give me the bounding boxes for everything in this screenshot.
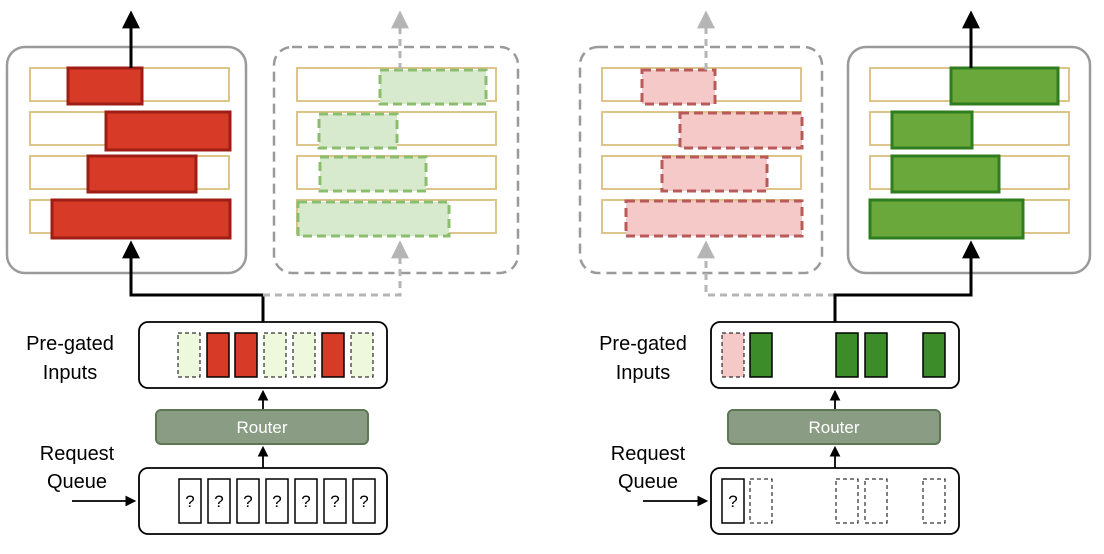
right-expert-bar-1 bbox=[949, 66, 1060, 106]
left-faded-expert-panel bbox=[272, 45, 520, 275]
right-pregated-label-line1: Pre-gated bbox=[599, 333, 687, 355]
right-pregated-label-line2: Inputs bbox=[616, 362, 670, 384]
right-faded-expert-panel bbox=[578, 45, 824, 275]
right-active-expert-panel bbox=[846, 45, 1092, 275]
left-queue-label-line1: Request bbox=[40, 443, 115, 465]
left-queue-item-5: ? bbox=[301, 492, 310, 511]
right-expert-bar-2 bbox=[890, 110, 974, 150]
left-expert-bar-4 bbox=[50, 198, 232, 240]
left-router-label: Router bbox=[236, 418, 287, 437]
left-active-route-line bbox=[122, 240, 265, 322]
right-pregated-inputs-box bbox=[710, 321, 960, 389]
right-active-route-line bbox=[833, 240, 980, 322]
left-faded-bar-2 bbox=[317, 112, 399, 150]
left-queue-item-3: ? bbox=[243, 492, 252, 511]
left-expert-bar-3 bbox=[86, 154, 198, 194]
left-queue-item-4: ? bbox=[272, 492, 281, 511]
right-faded-bar-3 bbox=[660, 155, 769, 193]
left-faded-bar-1 bbox=[378, 68, 488, 106]
left-queue-item-6: ? bbox=[330, 492, 339, 511]
right-router-label: Router bbox=[808, 418, 859, 437]
left-pregated-label-line2: Inputs bbox=[43, 362, 97, 384]
left-queue-label-line2: Queue bbox=[47, 471, 107, 493]
right-faded-bar-4 bbox=[624, 199, 804, 238]
right-scenario: Pre-gated Inputs Router ? Request Queue bbox=[578, 10, 1092, 535]
left-active-expert-panel bbox=[5, 45, 248, 275]
right-router: Router bbox=[727, 409, 941, 445]
right-expert-bar-3 bbox=[890, 154, 1001, 194]
right-expert-bar-4 bbox=[868, 198, 1025, 240]
left-pregated-label-line1: Pre-gated bbox=[26, 333, 114, 355]
right-faded-bar-1 bbox=[640, 68, 717, 106]
right-queue-label-line2: Queue bbox=[618, 471, 678, 493]
left-faded-route-line bbox=[263, 240, 409, 297]
right-faded-route-line bbox=[697, 240, 835, 297]
left-router: Router bbox=[155, 409, 369, 445]
left-pregated-inputs-box bbox=[138, 321, 388, 389]
left-expert-bar-2 bbox=[104, 110, 232, 152]
left-queue-item-1: ? bbox=[185, 492, 194, 511]
right-queue-item-1: ? bbox=[728, 492, 737, 511]
right-request-queue: ? bbox=[710, 467, 960, 535]
right-queue-label-line1: Request bbox=[611, 443, 686, 465]
left-scenario: Pre-gated Inputs Router ? ? ? ? ? ? ? R bbox=[5, 10, 520, 535]
left-queue-item-2: ? bbox=[214, 492, 223, 511]
left-faded-bar-4 bbox=[296, 200, 451, 238]
left-expert-bar-1 bbox=[66, 66, 144, 106]
left-queue-item-7: ? bbox=[359, 492, 368, 511]
left-request-queue: ? ? ? ? ? ? ? bbox=[138, 467, 388, 535]
left-faded-bar-3 bbox=[318, 155, 428, 193]
right-faded-bar-2 bbox=[678, 111, 804, 150]
